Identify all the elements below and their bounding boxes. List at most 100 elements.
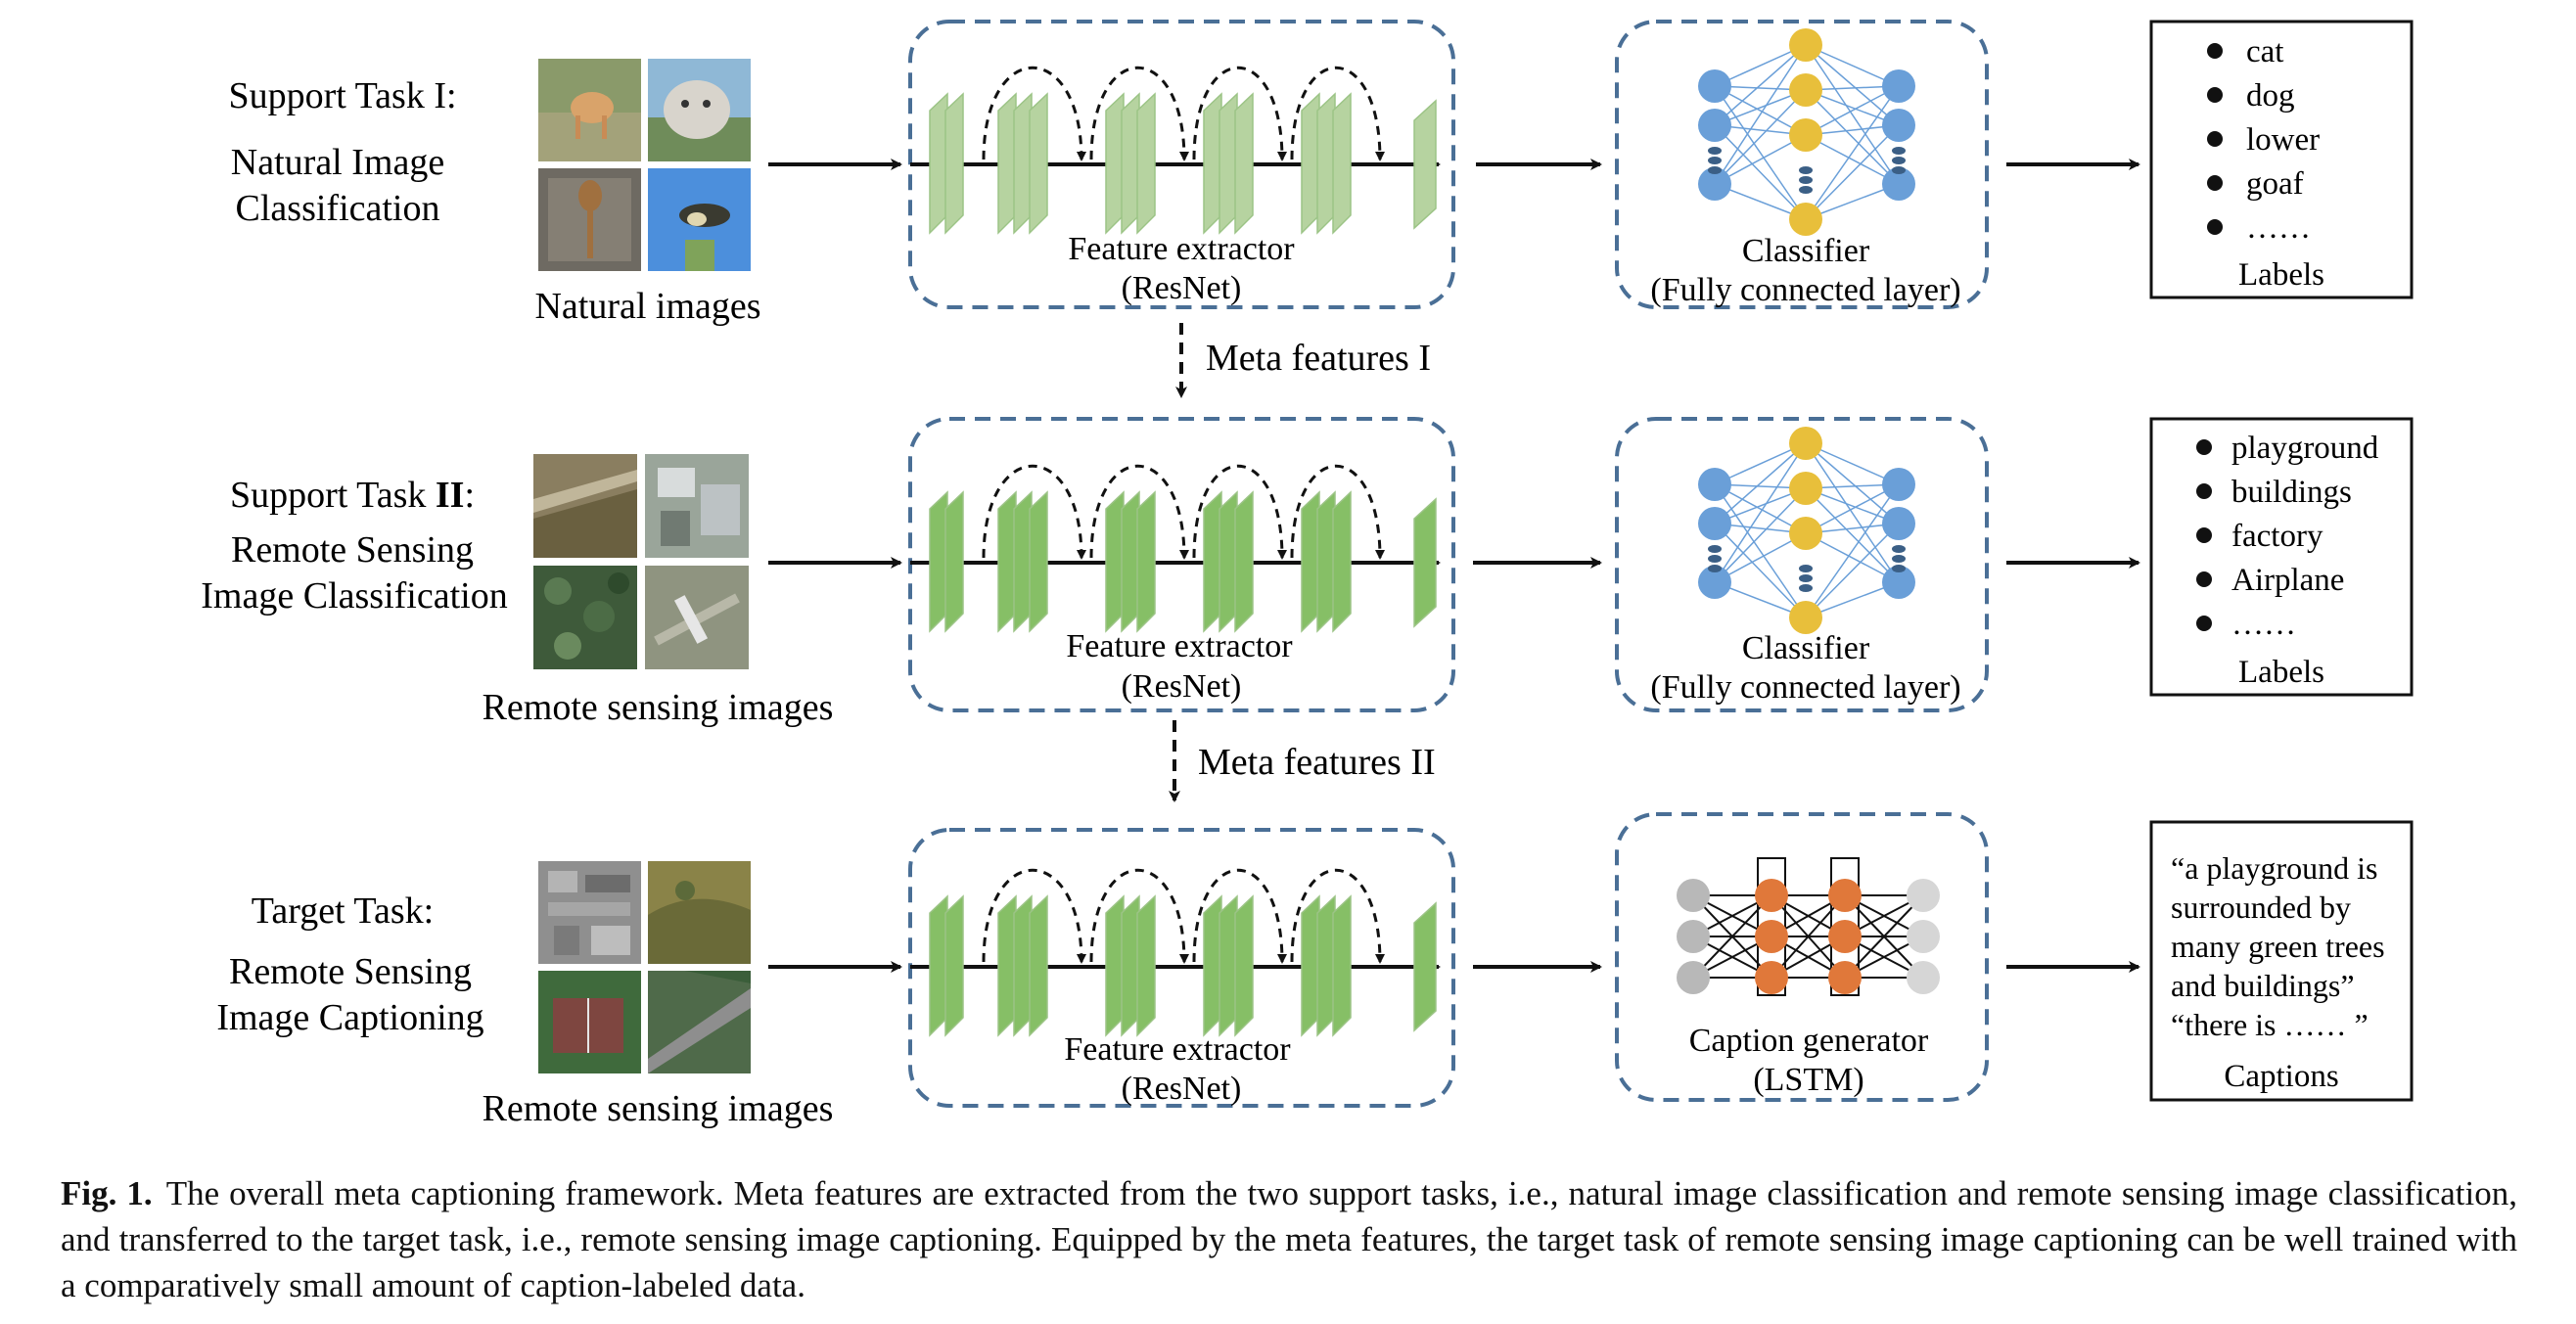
image-bird <box>648 168 751 271</box>
extractor-label: Feature extractor <box>1064 1031 1291 1068</box>
task-subtitle-line: Remote Sensing <box>229 951 472 992</box>
fc-edge <box>1805 442 1900 485</box>
hidden-node <box>1789 73 1822 107</box>
fc-edge <box>1714 442 1807 485</box>
hidden-node <box>1789 517 1822 550</box>
head-label: Classifier <box>1742 233 1870 269</box>
skip-connection <box>982 465 1086 560</box>
label-item: buildings <box>2231 475 2352 510</box>
conv-layer <box>1234 894 1254 1037</box>
fc-edge <box>1805 483 1900 618</box>
natural-images-grid <box>538 59 751 271</box>
skip-connection <box>1089 869 1189 964</box>
image-cat <box>648 59 751 161</box>
head-sub: (Fully connected layer) <box>1650 669 1960 706</box>
output-layer <box>1413 99 1437 230</box>
fc-edge <box>1805 44 1900 87</box>
fc-edge <box>1714 442 1807 525</box>
image-road-field <box>533 454 637 558</box>
ellipsis-dot <box>1892 147 1906 155</box>
extractor-sub: (ResNet) <box>1122 1071 1242 1107</box>
skip-connection <box>1290 869 1385 964</box>
resnet-layers <box>910 67 1441 235</box>
ellipsis-dot <box>1799 166 1813 174</box>
skip-connection <box>1089 67 1189 161</box>
skip-connection <box>1089 465 1189 560</box>
conv-layer <box>1029 92 1048 235</box>
output-node <box>1882 167 1915 201</box>
skip-connection <box>982 67 1086 161</box>
bullet <box>2196 616 2212 631</box>
figure-label: Fig. 1. <box>61 1174 153 1212</box>
images-label: Natural images <box>534 286 760 327</box>
conv-layer <box>1029 490 1048 633</box>
label-item: dog <box>2246 78 2295 114</box>
conv-layer <box>1136 490 1156 633</box>
fc-edge <box>1805 85 1900 220</box>
labels-caption: Labels <box>2238 655 2324 690</box>
fc-edge <box>1714 44 1807 185</box>
input-node <box>1698 167 1731 201</box>
recurrent-loop <box>1757 857 1786 996</box>
ellipsis-dot <box>1708 545 1722 553</box>
image-buildings <box>645 454 749 558</box>
fc-edge <box>1805 85 1900 136</box>
fc-edge <box>1805 44 1900 126</box>
conv-layer <box>1029 894 1048 1037</box>
remote-sensing-images-grid <box>538 861 751 1073</box>
labels-caption: Labels <box>2238 257 2324 293</box>
lstm-node <box>1677 879 1710 912</box>
bullet <box>2207 87 2223 103</box>
resnet-layers <box>910 869 1441 1037</box>
lstm-node <box>1755 879 1788 912</box>
ellipsis-dot <box>1708 166 1722 174</box>
meta-features-label: Meta features I <box>1206 338 1431 379</box>
ellipsis-dot <box>1892 555 1906 563</box>
caption-line: and buildings” <box>2171 968 2355 1003</box>
ellipsis-dot <box>1892 166 1906 174</box>
label-item: playground <box>2231 431 2379 466</box>
lstm-node <box>1828 961 1862 994</box>
input-node <box>1698 507 1731 540</box>
fc-edge <box>1805 134 1900 185</box>
hidden-node <box>1789 203 1822 236</box>
fc-edge <box>1714 89 1807 185</box>
task-subtitle-line: Remote Sensing <box>231 529 474 571</box>
task-subtitle-line: Image Captioning <box>216 997 483 1038</box>
output-node <box>1882 69 1915 103</box>
label-list: playground buildings factory Airplane …… <box>2196 431 2379 642</box>
ellipsis-dot <box>1799 176 1813 184</box>
input-node <box>1698 69 1731 103</box>
label-item: …… <box>2231 607 2296 642</box>
task-title: Target Task: <box>252 890 434 932</box>
ellipsis-dot <box>1708 565 1722 572</box>
resnet-layers <box>910 465 1441 633</box>
bullet <box>2196 571 2212 587</box>
row-target-task: Target Task: Remote Sensing Image Captio… <box>216 812 2414 1129</box>
skip-connection <box>1290 465 1385 560</box>
meta-captioning-diagram: Support Task I: Natural Image Classifica… <box>201 20 2414 1129</box>
fc-edge <box>1805 523 1900 618</box>
conv-layer <box>1234 490 1254 633</box>
caption-line: “there is …… ” <box>2171 1007 2369 1042</box>
fc-edge <box>1805 89 1900 185</box>
image-spoon <box>538 168 641 271</box>
skip-connection <box>1290 67 1385 161</box>
conv-layer <box>1234 92 1254 235</box>
ellipsis-dot <box>1708 555 1722 563</box>
lstm-node <box>1907 920 1940 953</box>
output-layer <box>1413 497 1437 628</box>
caption-generator-box <box>1615 812 1989 1102</box>
fc-edge <box>1714 85 1807 220</box>
extractor-label: Feature extractor <box>1068 231 1295 267</box>
fully-connected-network <box>1698 427 1915 634</box>
figure-caption-text: The overall meta captioning framework. M… <box>61 1174 2517 1304</box>
input-node <box>1698 566 1731 599</box>
meta-features-label: Meta features II <box>1198 742 1436 783</box>
remote-sensing-images-grid <box>533 454 749 669</box>
output-node <box>1882 507 1915 540</box>
figure-caption: Fig. 1.The overall meta captioning frame… <box>61 1170 2517 1308</box>
lstm-node <box>1677 961 1710 994</box>
row-support-task-1: Support Task I: Natural Image Classifica… <box>228 20 2414 327</box>
extractor-sub: (ResNet) <box>1122 270 1242 306</box>
